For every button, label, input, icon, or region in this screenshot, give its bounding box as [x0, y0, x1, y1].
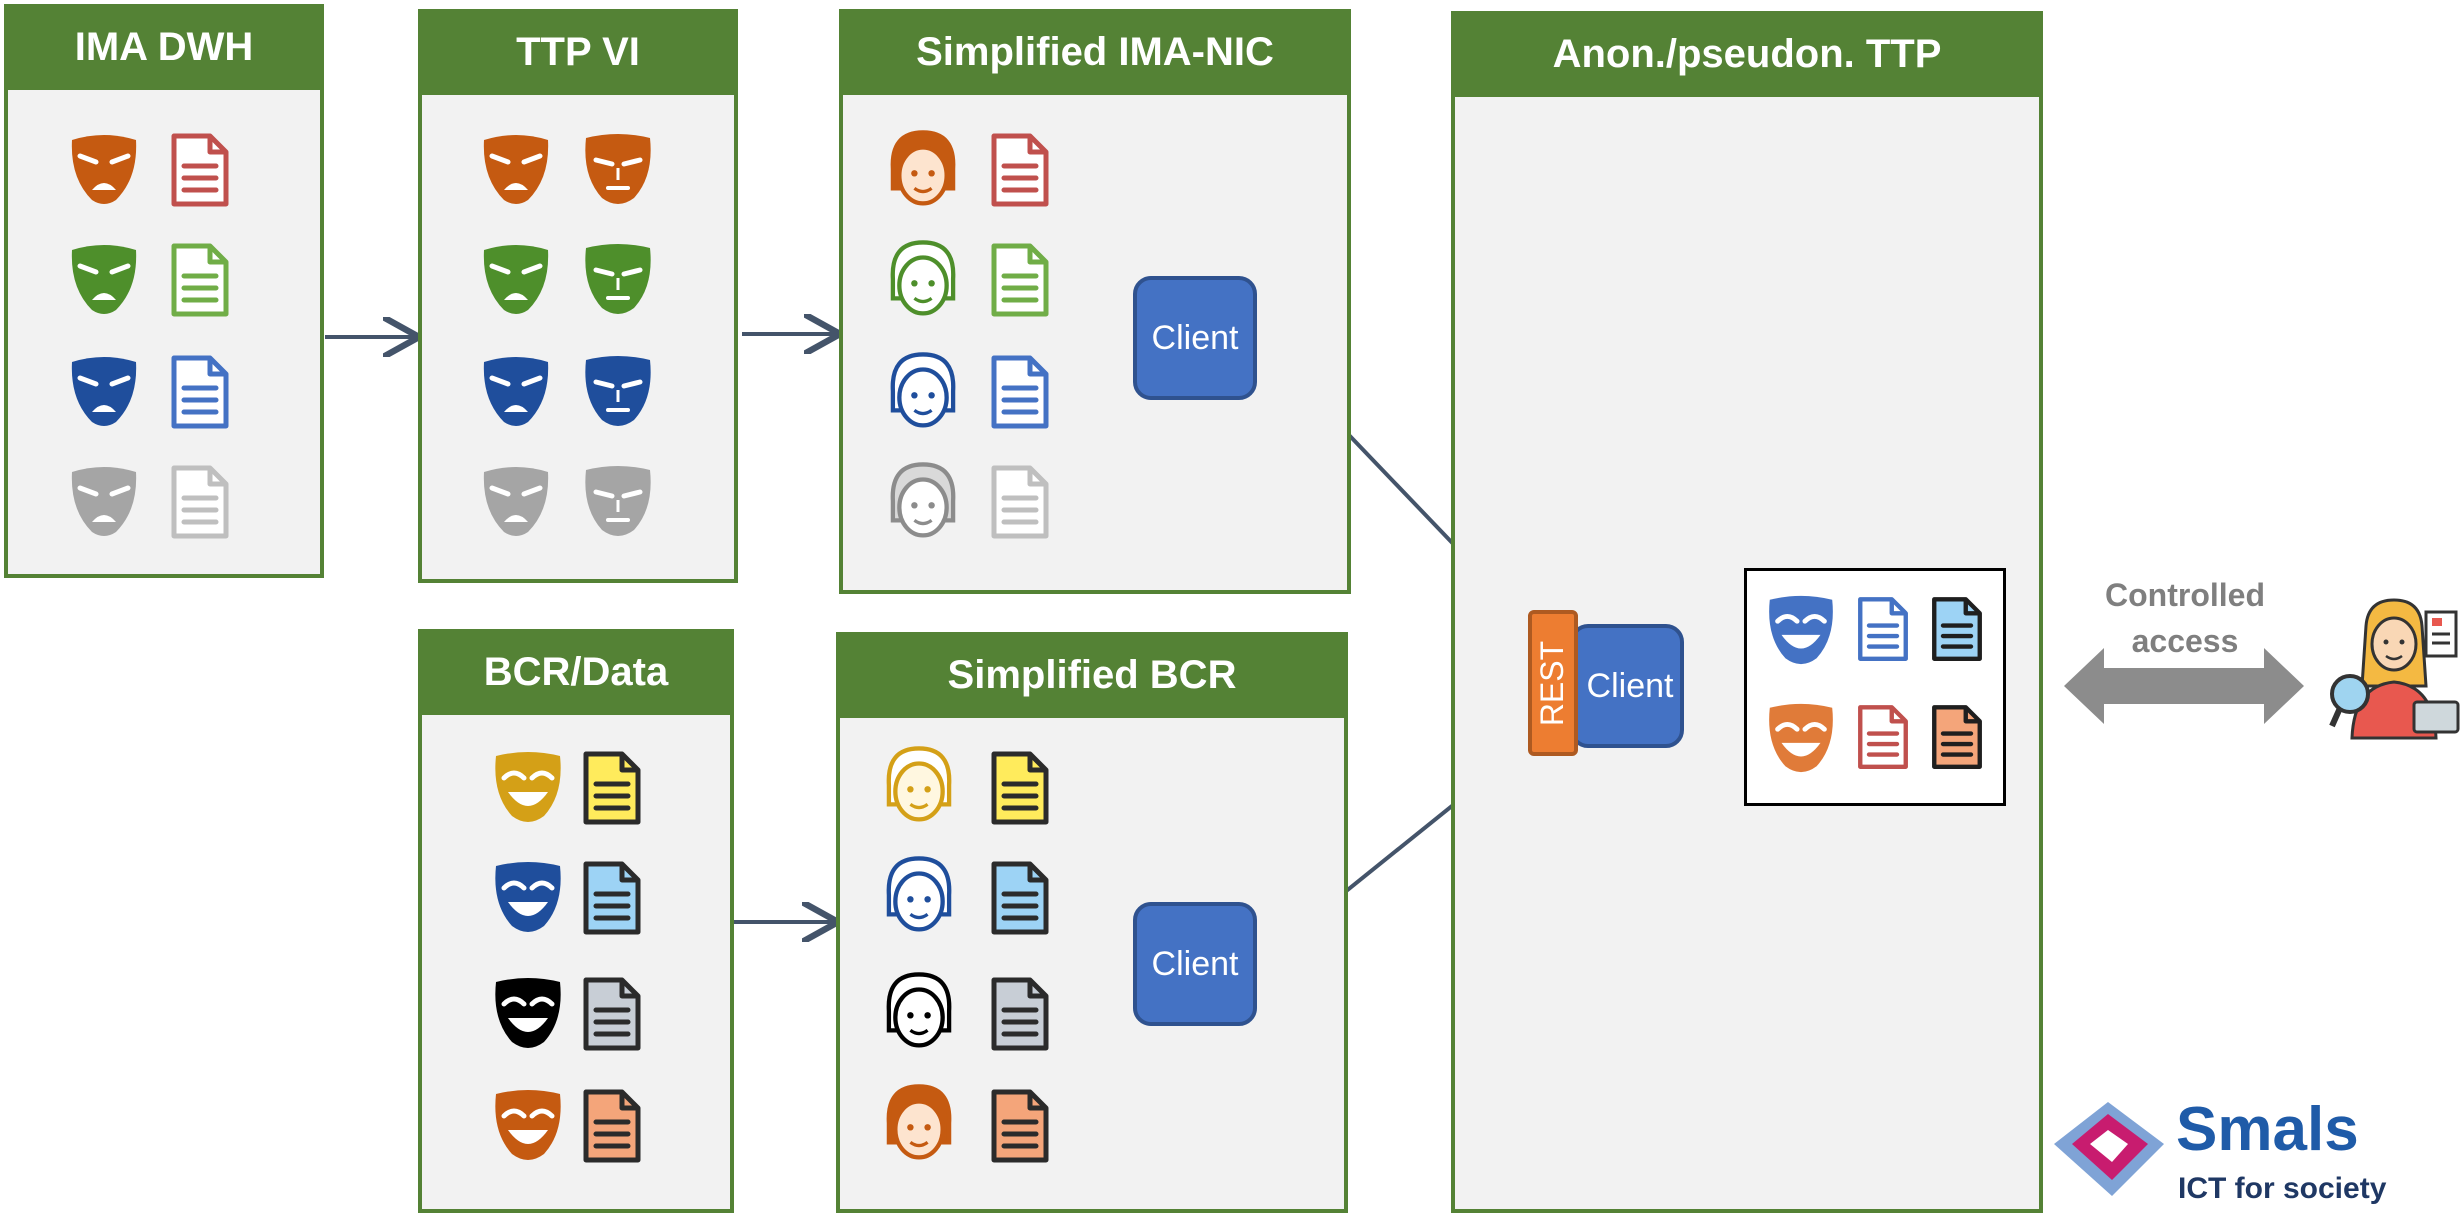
document-icon [980, 352, 1060, 432]
document-icon [980, 974, 1060, 1054]
person-face-icon [876, 852, 962, 938]
researcher-icon [2326, 596, 2462, 740]
sad-mask-icon [64, 130, 144, 210]
sad-mask-icon [64, 240, 144, 320]
person-face-icon [876, 1080, 962, 1166]
document-icon [160, 352, 240, 432]
happy-mask-icon [488, 858, 568, 938]
neutral-mask-icon [578, 462, 658, 542]
controlled-access-line-1: Controlled [2105, 577, 2265, 613]
happy-mask-icon [1762, 592, 1840, 670]
rest-label: REST [1534, 640, 1571, 726]
neutral-mask-icon [578, 240, 658, 320]
document-icon [572, 748, 652, 828]
neutral-mask-icon [578, 130, 658, 210]
document-icon [160, 462, 240, 542]
controlled-access-double-arrow [2064, 648, 2304, 724]
sad-mask-icon [476, 130, 556, 210]
document-icon [160, 240, 240, 320]
controlled-access-line-2: access [2131, 623, 2239, 659]
person-face-icon [880, 126, 966, 212]
rest-endpoint: REST [1528, 610, 1578, 756]
document-icon [572, 858, 652, 938]
panel-title: BCR/Data [418, 629, 734, 715]
document-icon [1922, 702, 1992, 772]
document-icon [980, 130, 1060, 210]
person-face-icon [880, 348, 966, 434]
logo-tagline: ICT for society [2178, 1172, 2387, 1205]
client-box-bcr: Client [1133, 902, 1257, 1026]
panel-title: IMA DWH [4, 4, 324, 90]
smals-logo-icon [2054, 1102, 2164, 1196]
person-face-icon [876, 968, 962, 1054]
person-face-icon [880, 236, 966, 322]
client-box-ima-nic: Client [1133, 276, 1257, 400]
document-icon [980, 1086, 1060, 1166]
happy-mask-icon [1762, 700, 1840, 778]
document-icon [1848, 594, 1918, 664]
panel-bcr-data: BCR/Data [418, 629, 734, 1213]
sad-mask-icon [476, 352, 556, 432]
happy-mask-icon [488, 974, 568, 1054]
happy-mask-icon [488, 1086, 568, 1166]
panel-ttp-vi: TTP VI [418, 9, 738, 583]
sad-mask-icon [64, 352, 144, 432]
document-icon [572, 974, 652, 1054]
controlled-access-label: Controlled access [2060, 572, 2310, 664]
document-icon [980, 748, 1060, 828]
document-icon [980, 462, 1060, 542]
panel-title: Simplified IMA-NIC [839, 9, 1351, 95]
sad-mask-icon [64, 462, 144, 542]
happy-mask-icon [488, 748, 568, 828]
sad-mask-icon [476, 240, 556, 320]
client-box-ttp: Client [1570, 624, 1684, 748]
panel-title: Anon./pseudon. TTP [1451, 11, 2043, 97]
document-icon [160, 130, 240, 210]
logo-name: Smals [2176, 1095, 2359, 1164]
panel-ima-dwh: IMA DWH [4, 4, 324, 578]
sad-mask-icon [476, 462, 556, 542]
person-face-icon [876, 742, 962, 828]
neutral-mask-icon [578, 352, 658, 432]
panel-title: TTP VI [418, 9, 738, 95]
panel-title: Simplified BCR [836, 632, 1348, 718]
document-icon [980, 240, 1060, 320]
document-icon [1922, 594, 1992, 664]
document-icon [980, 858, 1060, 938]
document-icon [1848, 702, 1918, 772]
document-icon [572, 1086, 652, 1166]
person-face-icon [880, 458, 966, 544]
